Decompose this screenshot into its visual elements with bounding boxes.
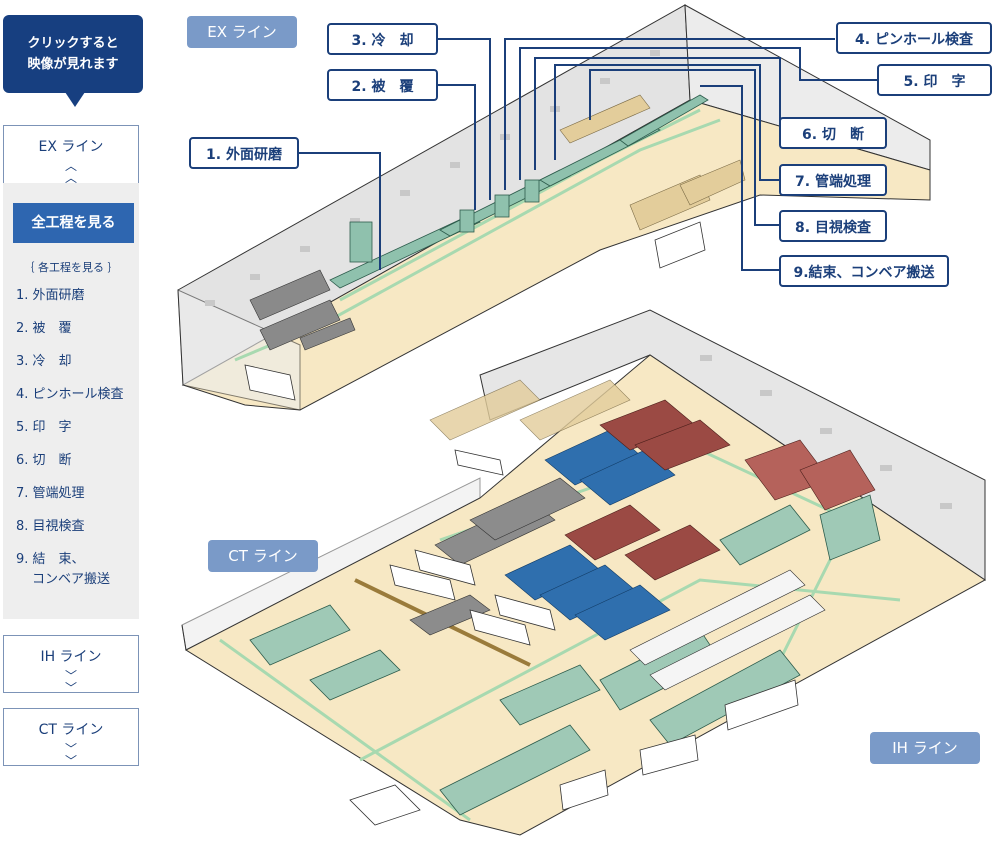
- callout-step-4[interactable]: 4. ピンホール検査: [836, 22, 992, 54]
- ih-line-button[interactable]: IH ライン ﹀﹀: [3, 635, 139, 695]
- step-9-line-1: 9. 結 束、: [16, 552, 85, 567]
- step-link-5[interactable]: 5. 印 字: [16, 420, 72, 435]
- step-link-1[interactable]: 1. 外面研磨: [16, 288, 85, 303]
- each-steps-label: ｛ 各工程を見る ｝: [23, 261, 119, 274]
- step-link-4[interactable]: 4. ピンホール検査: [16, 387, 124, 402]
- callout-leaders: [298, 38, 880, 271]
- step-link-9[interactable]: 9. 結 束、 コンベア搬送: [16, 550, 124, 590]
- ct-line-title: CT ライン: [208, 540, 318, 572]
- all-steps-button[interactable]: 全工程を見る: [13, 203, 134, 243]
- step-link-2[interactable]: 2. 被 覆: [16, 321, 72, 336]
- ih-line-label: IH ライン: [40, 649, 102, 665]
- ih-line-title: IH ライン: [870, 732, 980, 764]
- ct-line-label: CT ライン: [38, 722, 104, 738]
- chevron-down-icon: ﹀﹀: [64, 669, 77, 695]
- callout-step-6[interactable]: 6. 切 断: [779, 117, 887, 149]
- ex-steps-panel: 全工程を見る ｛ 各工程を見る ｝ 1. 外面研磨 2. 被 覆 3. 冷 却 …: [3, 183, 139, 619]
- ex-line-label: EX ライン: [38, 139, 104, 155]
- hint-bubble: クリックすると 映像が見れます: [3, 15, 143, 107]
- hint-line-1: クリックすると: [27, 36, 119, 51]
- callout-step-2[interactable]: 2. 被 覆: [327, 69, 438, 101]
- callout-step-5[interactable]: 5. 印 字: [877, 64, 992, 96]
- callout-step-3[interactable]: 3. 冷 却: [327, 23, 438, 55]
- step-link-6[interactable]: 6. 切 断: [16, 453, 72, 468]
- steps-list: 1. 外面研磨 2. 被 覆 3. 冷 却 4. ピンホール検査 5. 印 字 …: [16, 286, 124, 590]
- ex-line-button[interactable]: EX ライン ︿︿: [3, 125, 139, 185]
- callout-step-1[interactable]: 1. 外面研磨: [189, 137, 299, 169]
- chevron-down-icon: ﹀﹀: [64, 742, 77, 768]
- ct-ih-building: [181, 309, 986, 836]
- step-link-7[interactable]: 7. 管端処理: [16, 486, 85, 501]
- ex-building: [177, 4, 931, 411]
- step-9-line-2: コンベア搬送: [32, 572, 111, 587]
- callout-step-8[interactable]: 8. 目視検査: [779, 210, 887, 242]
- callout-step-7[interactable]: 7. 管端処理: [779, 164, 887, 196]
- hint-line-2: 映像が見れます: [27, 57, 119, 72]
- ct-line-button[interactable]: CT ライン ﹀﹀: [3, 708, 139, 768]
- step-link-8[interactable]: 8. 目視検査: [16, 519, 85, 534]
- step-link-3[interactable]: 3. 冷 却: [16, 354, 72, 369]
- chevron-up-icon: ︿︿: [64, 159, 77, 185]
- ex-line-title: EX ライン: [187, 16, 297, 48]
- callout-step-9[interactable]: 9.結束、コンベア搬送: [779, 255, 949, 287]
